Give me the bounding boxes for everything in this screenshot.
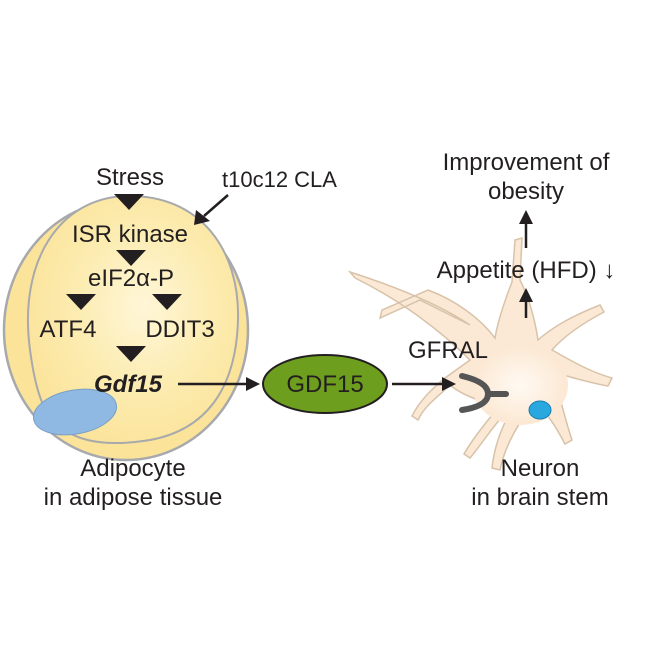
neuron-label-line1: Neuron <box>501 455 580 482</box>
stress-label: Stress <box>96 164 164 191</box>
gdf15-gene-label: Gdf15 <box>94 371 163 398</box>
lipid-droplet <box>32 388 118 436</box>
appetite-label: Appetite (HFD) ↓ <box>437 257 616 284</box>
neuron-to-appetite-arrow <box>519 288 533 318</box>
adipocyte-label-line2: in adipose tissue <box>44 484 223 511</box>
cla-label: t10c12 CLA <box>222 167 337 192</box>
pathway-arrowheads <box>66 194 182 362</box>
appetite-to-improvement-arrow <box>519 210 533 248</box>
improvement-label-line1: Improvement of <box>443 149 610 176</box>
improvement-label-line2: obesity <box>488 178 564 205</box>
cla-arrow <box>194 194 229 225</box>
arrowhead-eif2a-to-atf4 <box>66 294 96 310</box>
adipocyte-label-line1: Adipocyte <box>80 455 185 482</box>
gdf15-protein-label: GDF15 <box>286 371 363 398</box>
neuron-nucleus <box>528 400 552 420</box>
ddit3-label: DDIT3 <box>145 316 214 343</box>
gfral-receptor-icon <box>459 373 509 413</box>
eif2a-p-label: eIF2α-P <box>88 265 174 292</box>
gene-to-protein-arrow <box>178 377 260 391</box>
adipocyte-cell <box>2 194 250 462</box>
arrowhead-eif2a-to-ddit3 <box>152 294 182 310</box>
arrowhead-stress-to-isr <box>114 194 144 210</box>
arrowhead-isr-to-eif2a <box>116 250 146 266</box>
neuron-label-line2: in brain stem <box>471 484 608 511</box>
arrowhead-to-gdf15 <box>116 346 146 362</box>
isr-kinase-label: ISR kinase <box>72 221 188 248</box>
atf4-label: ATF4 <box>40 316 97 343</box>
protein-to-receptor-arrow <box>392 377 456 391</box>
gdf15-protein-ellipse <box>262 354 388 414</box>
gfral-label: GFRAL <box>408 337 488 364</box>
